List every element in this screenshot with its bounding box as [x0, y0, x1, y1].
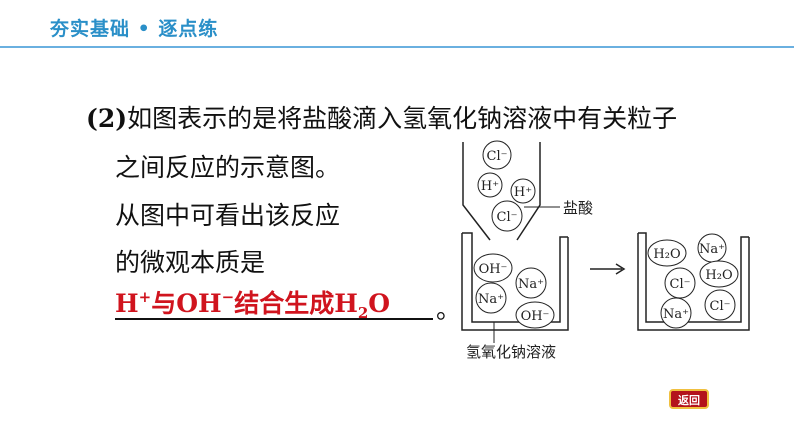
answer-oh-charge: −	[221, 288, 235, 306]
header-divider	[0, 46, 794, 48]
ion-circle	[704, 289, 736, 321]
left-ion-label: OH⁻	[521, 309, 550, 324]
ion-circle	[475, 282, 507, 314]
ion-circle	[660, 297, 692, 329]
right-ion-label: H₂O	[705, 268, 732, 283]
ion-circle	[482, 140, 512, 170]
answer-blank-underline	[115, 318, 433, 320]
ion-circle	[477, 172, 503, 198]
ion-circle	[473, 253, 513, 283]
end-punctuation: 。	[436, 295, 462, 324]
dropper-ion-label: H⁺	[481, 179, 499, 194]
answer-connector: 与OH	[151, 289, 222, 318]
dropper-ion-label: Cl⁻	[487, 149, 508, 164]
ion-circle	[515, 301, 555, 329]
right-ion-label: Na⁺	[699, 242, 725, 257]
ion-circle	[699, 260, 739, 288]
right-ion-label: Cl⁻	[670, 277, 691, 292]
dropper-outline	[462, 142, 541, 241]
reaction-arrowhead	[615, 263, 626, 275]
answer-h: H	[115, 289, 139, 318]
hcl-label: 盐酸	[563, 199, 593, 217]
answer-water-sub: 2	[357, 304, 369, 322]
dropper-ion-label: Cl⁻	[497, 210, 518, 225]
header-title: 夯实基础 • 逐点练	[50, 18, 219, 40]
beaker-left	[461, 232, 569, 331]
ion-circle	[515, 267, 547, 299]
ion-circle	[647, 239, 687, 267]
question-line-2: 之间反应的示意图。	[115, 153, 341, 182]
beaker-right	[637, 232, 750, 331]
right-ion-label: Cl⁻	[710, 299, 731, 314]
ion-circle	[510, 178, 536, 204]
right-ion-label: H₂O	[653, 247, 680, 262]
dropper-ion-label: H⁺	[514, 185, 532, 200]
left-ion-label: Na⁺	[518, 277, 544, 292]
right-ion-label: Na⁺	[663, 307, 689, 322]
question-number: (2)	[86, 104, 128, 133]
ion-circle	[491, 200, 523, 232]
ion-circle	[664, 267, 696, 299]
question-line-4: 的微观本质是	[115, 248, 266, 277]
left-ion-label: Na⁺	[478, 292, 504, 307]
answer-text: H+与OH−结合生成H2O	[115, 284, 390, 322]
question-line-1: (2)如图表示的是将盐酸滴入氢氧化钠溶液中有关粒子	[86, 99, 677, 135]
naoh-label: 氢氧化钠溶液	[466, 343, 556, 361]
left-ion-label: OH⁻	[479, 262, 508, 277]
answer-suffix: 结合生成H	[234, 289, 358, 318]
question-line-3: 从图中可看出该反应	[115, 201, 341, 230]
back-button[interactable]: 返回	[669, 389, 709, 409]
answer-h-charge: +	[138, 288, 152, 306]
answer-water-end: O	[368, 289, 391, 318]
question-text-1: 如图表示的是将盐酸滴入氢氧化钠溶液中有关粒子	[127, 104, 678, 133]
